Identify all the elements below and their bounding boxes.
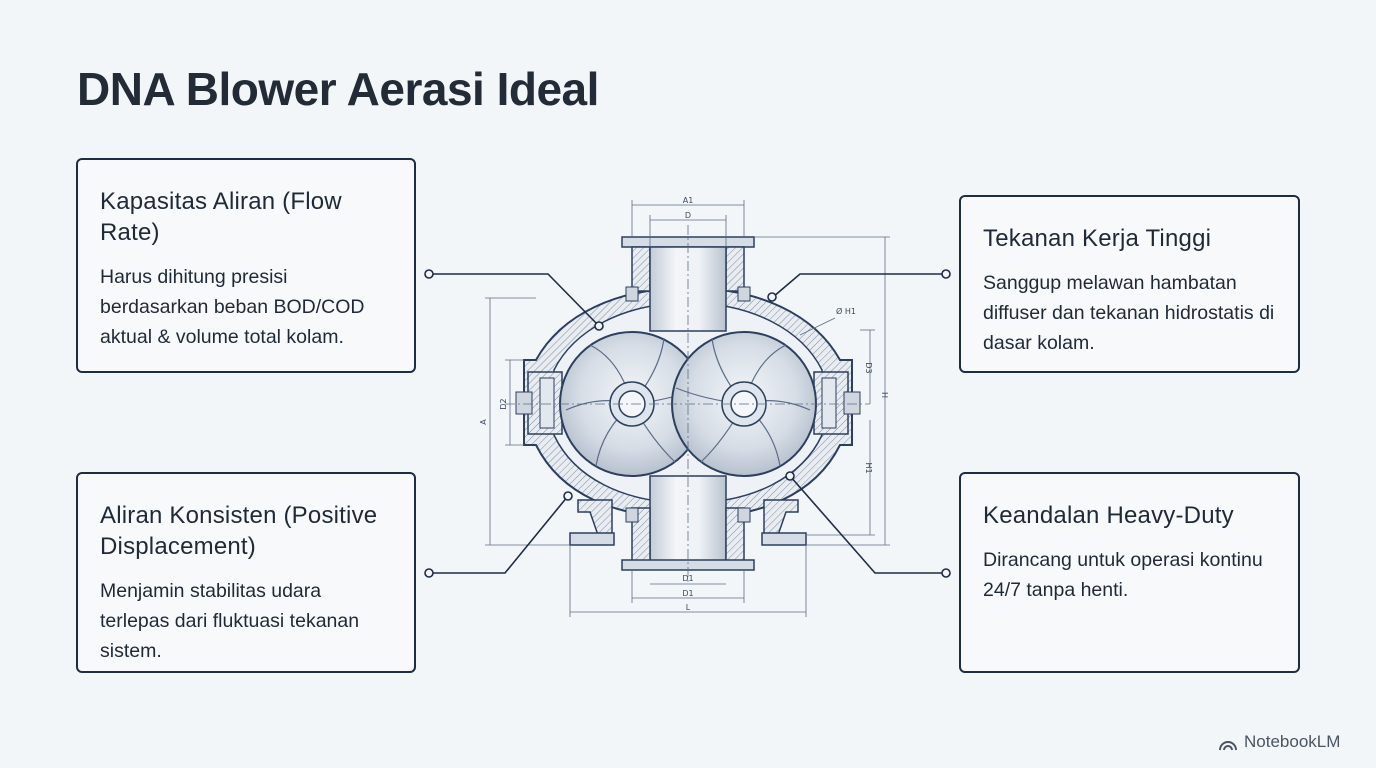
leader-bottom-right <box>789 475 946 574</box>
card-consistent-flow-heading: Aliran Konsisten (Positive Displacement) <box>100 502 378 560</box>
leader-top-right <box>772 273 946 298</box>
card-heavy-duty: Keandalan Heavy-Duty Dirancang untuk ope… <box>959 472 1300 673</box>
dim-d3: D3 <box>864 362 873 373</box>
dim-d: D <box>685 211 691 220</box>
card-flow-rate-heading: Kapasitas Aliran (Flow Rate) <box>100 188 342 246</box>
watermark-text: NotebookLM <box>1244 732 1341 751</box>
card-high-pressure-heading: Tekanan Kerja Tinggi <box>983 225 1212 252</box>
page-title: DNA Blower Aerasi Ideal <box>77 63 599 115</box>
card-consistent-flow-body: Menjamin stabilitas udara terlepas dari … <box>100 580 360 662</box>
dim-d2: D2 <box>499 398 508 409</box>
dim-d1-inner: D1 <box>682 574 693 583</box>
dim-d1-outer: D1 <box>682 589 693 598</box>
card-heavy-duty-body: Dirancang untuk operasi kontinu 24/7 tan… <box>983 549 1263 601</box>
dim-l: L <box>686 603 691 612</box>
dimension-labels: A1 D D1 D1 L A D2 Ø H1 D3 H H1 <box>479 196 889 612</box>
centerlines <box>505 225 870 585</box>
card-consistent-flow: Aliran Konsisten (Positive Displacement)… <box>76 472 416 673</box>
mounting-feet <box>569 499 807 546</box>
leader-bottom-left <box>429 495 569 574</box>
dim-h: H <box>880 392 889 398</box>
card-high-pressure-body: Sanggup melawan hambatan diffuser dan te… <box>983 272 1275 354</box>
card-heavy-duty-heading: Keandalan Heavy-Duty <box>983 502 1234 529</box>
card-flow-rate-body: Harus dihitung presisi berdasarkan beban… <box>100 266 365 348</box>
card-flow-rate: Kapasitas Aliran (Flow Rate) Harus dihit… <box>76 158 416 373</box>
watermark: NotebookLM <box>1218 732 1340 752</box>
dim-a1: A1 <box>683 196 694 205</box>
card-high-pressure: Tekanan Kerja Tinggi Sanggup melawan ham… <box>959 195 1300 373</box>
dim-dia-h: Ø H1 <box>836 306 856 316</box>
notebooklm-logo-icon <box>1219 740 1237 750</box>
callout-leaders <box>424 269 951 578</box>
dim-a: A <box>479 419 488 425</box>
bearing-housings <box>515 371 861 435</box>
leader-top-left <box>429 273 599 326</box>
dim-h1: H1 <box>864 462 873 473</box>
